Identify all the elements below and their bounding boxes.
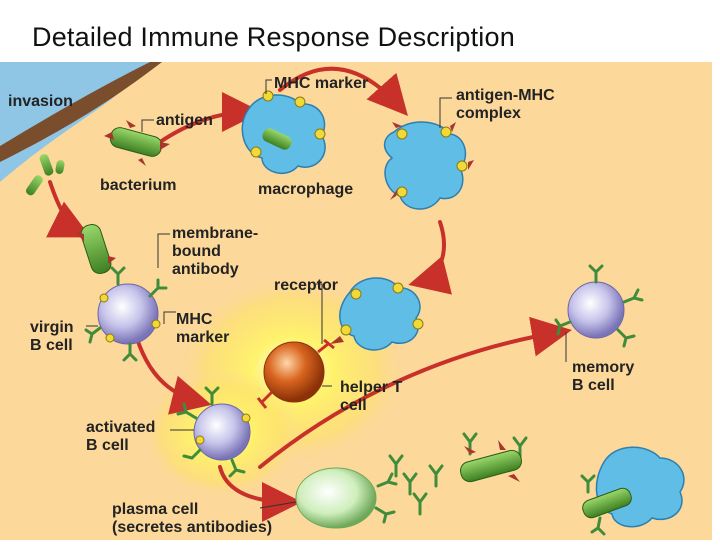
label-plasma-1: plasma cell [112,501,198,518]
label-membrane-2: bound [172,243,221,260]
label-memory-1: memory [572,359,634,376]
arrow-bacterium-to-macrophage [158,92,262,144]
label-antigen-mhc-1: antigen-MHC [456,87,555,104]
label-activated-1: activated [86,419,155,436]
label-antigen-mhc-2: complex [456,105,521,122]
arrow-invasion-to-b-cell [46,180,91,238]
invading-bacteria [25,154,65,196]
arrow-macrophage-processing [278,66,408,116]
arrow-to-plasma-cell [218,465,302,522]
antigen-mhc-macrophage [383,121,474,210]
skin-layer [0,62,162,162]
diagram-canvas: invasion antigen bacterium MHC marker ma… [0,62,720,540]
label-helper-t-1: helper T [340,379,402,396]
label-virgin-2: B cell [30,337,73,354]
label-macrophage: macrophage [258,181,353,198]
label-mhc-marker-mid-1: MHC [176,311,213,328]
activated-b-cell [176,386,251,478]
label-memory-2: B cell [572,377,615,394]
label-invasion: invasion [8,93,73,110]
label-antigen: antigen [156,112,213,129]
right-edge-strip [712,62,720,540]
macrophage [241,90,326,175]
virgin-b-cell [84,266,168,362]
label-plasma-2: (secretes antibodies) [112,519,272,536]
label-mhc-marker-top: MHC marker [274,75,368,92]
label-virgin-1: virgin [30,319,74,336]
label-membrane-3: antibody [172,261,239,278]
label-membrane-1: membrane- [172,225,258,242]
label-helper-t-2: cell [340,397,367,414]
engulfing-macrophage [580,446,685,536]
bacterium [104,120,170,166]
slide-title: Detailed Immune Response Description [32,22,515,52]
arrow-to-memory-cell [258,316,572,469]
bacterium-with-antibody [76,223,116,275]
arrow-to-receptor [408,220,453,295]
label-mhc-marker-mid-2: marker [176,329,229,346]
leader-lines [86,79,567,509]
presenting-macrophage [330,277,424,351]
label-activated-2: B cell [86,437,129,454]
plasma-cell [295,467,398,529]
antibody-bound-bacterium [459,440,523,483]
label-bacterium: bacterium [100,177,176,194]
immune-response-diagram: invasion antigen bacterium MHC marker ma… [0,62,720,540]
helper-t-cell [256,338,335,409]
label-receptor: receptor [274,277,338,294]
memory-b-cell [554,264,644,348]
